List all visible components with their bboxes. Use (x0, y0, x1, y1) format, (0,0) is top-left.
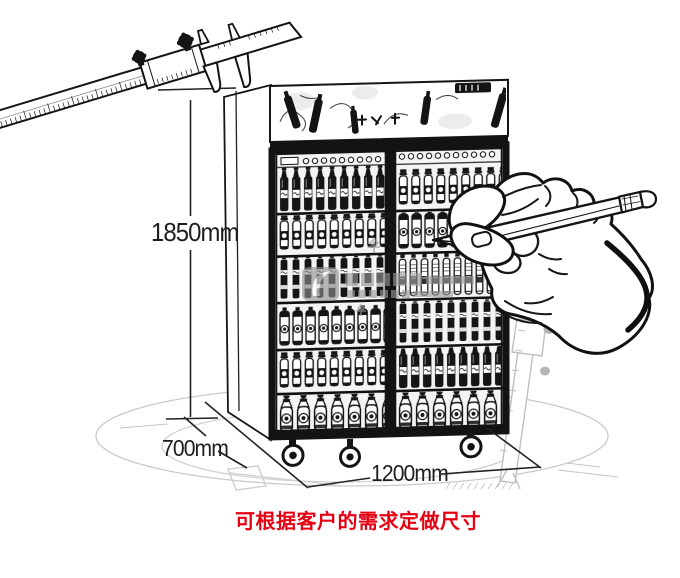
hand-with-pencil-illustration (431, 172, 658, 355)
depth-dimension-label: 700mm (162, 435, 229, 461)
header-brand-badge (455, 82, 491, 94)
dimension-lines (157, 87, 542, 489)
height-dimension-label: 1850mm (151, 217, 239, 247)
vernier-caliper-illustration (0, 21, 303, 132)
width-dimension-label: 1200mm (371, 460, 449, 486)
thumbnail (470, 230, 493, 248)
customization-caption: 可根据客户的需求定做尺寸 (235, 511, 481, 533)
caster-wheels (281, 428, 483, 468)
door-top-strip (280, 150, 496, 166)
watermark-logo (302, 237, 474, 316)
right-door-shelves (397, 161, 501, 430)
caliper-thumbscrew (131, 32, 194, 67)
header-artwork (279, 82, 506, 134)
